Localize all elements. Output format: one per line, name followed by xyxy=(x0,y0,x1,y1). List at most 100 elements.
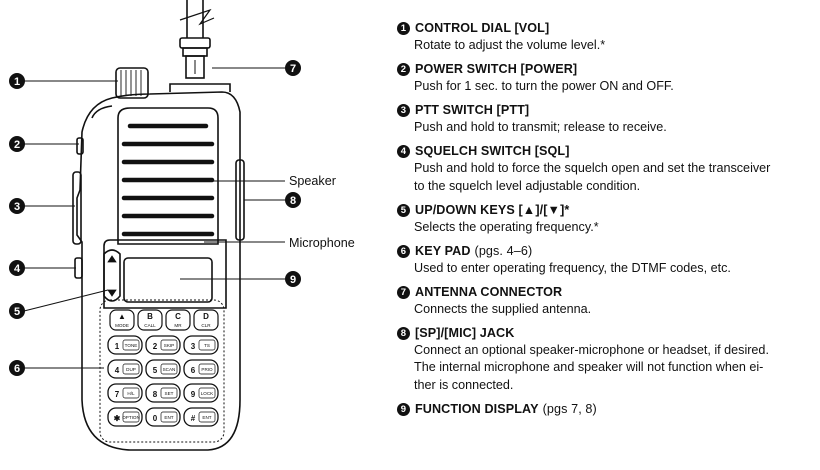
legend-entry-8: 8 [SP]/[MIC] JACK Connect an optional spea… xyxy=(397,325,817,395)
legend-description: to the squelch level adjustable conditio… xyxy=(414,178,641,193)
legend-number-badge: 8 xyxy=(397,326,410,340)
legend-number-badge: 7 xyxy=(397,285,410,299)
ptt-switch[interactable] xyxy=(72,171,82,245)
legend-number-badge: 3 xyxy=(397,104,410,117)
legend-number-badge: 1 xyxy=(397,22,410,35)
radio-outline xyxy=(72,0,245,451)
radio-body xyxy=(76,91,241,451)
marker-number: 3 xyxy=(14,201,20,213)
legend-title: PTT SWITCH [PTT] xyxy=(415,103,530,117)
legend-heading: 3 PTT SWITCH [PTT] xyxy=(397,102,817,119)
key-sub: SCAN xyxy=(163,367,176,372)
speaker-label: Speaker xyxy=(289,174,336,188)
marker-circle xyxy=(9,136,25,152)
legend-number-badge: 2 xyxy=(397,63,410,76)
key-main: 5 xyxy=(153,366,158,375)
control-dial[interactable] xyxy=(115,67,149,99)
function-display xyxy=(123,257,213,303)
keypad-key-7[interactable]: 7 H/L xyxy=(107,383,143,403)
legend-number-badge: 6 xyxy=(397,244,410,258)
marker-circle xyxy=(9,260,25,276)
key-main: 9 xyxy=(191,390,196,399)
legend-description: Used to enter operating frequency, the D… xyxy=(414,260,731,275)
callout-marker-3: 3 xyxy=(9,198,25,214)
callout-marker-8: 8 xyxy=(285,192,301,208)
legend-description: Push for 1 sec. to turn the power ON and… xyxy=(414,79,674,93)
legend-heading: 4 SQUELCH SWITCH [SQL] xyxy=(397,143,817,160)
legend-number-badge: 4 xyxy=(397,145,410,158)
legend-description: Selects the operating frequency.* xyxy=(414,219,599,234)
marker-circle xyxy=(285,60,301,76)
marker-number: 9 xyxy=(290,274,296,286)
key-sub: OPTION xyxy=(122,415,140,420)
key-main: 0 xyxy=(153,414,158,423)
marker-circle xyxy=(9,303,25,319)
key-main: 7 xyxy=(115,390,120,399)
key-main: # xyxy=(191,414,196,423)
legend-title: ANTENNA CONNECTOR xyxy=(415,284,563,299)
callout-marker-1: 1 xyxy=(9,73,25,89)
key-main: 8 xyxy=(153,390,158,399)
top-key-mr[interactable]: C MR xyxy=(165,309,191,331)
up-down-keys[interactable] xyxy=(103,249,121,302)
top-key-label: MODE xyxy=(115,323,129,328)
legend-title: SQUELCH SWITCH [SQL] xyxy=(415,144,570,158)
key-sub: H/L xyxy=(127,391,135,396)
legend-title: CONTROL DIAL [VOL] xyxy=(415,21,550,35)
legend-description: Push and hold to force the squelch open … xyxy=(414,161,771,175)
squelch-switch[interactable] xyxy=(74,257,83,279)
legend-entry-1: 1 CONTROL DIAL [VOL] Rotate to adjust the … xyxy=(397,20,817,55)
key-sub: TS xyxy=(204,343,210,348)
marker-circle xyxy=(9,73,25,89)
key-sub: PRIO xyxy=(201,367,213,372)
marker-number: 5 xyxy=(14,306,20,318)
legend-heading: 8 [SP]/[MIC] JACK xyxy=(397,325,817,342)
legend-title: [SP]/[MIC] JACK xyxy=(415,325,515,340)
speaker-grille xyxy=(121,123,215,237)
legend-title: FUNCTION DISPLAY xyxy=(415,401,539,416)
antenna xyxy=(186,0,204,38)
keypad-key-5[interactable]: 5 SCAN xyxy=(145,359,181,379)
keypad-area xyxy=(99,299,225,443)
legend-heading: 1 CONTROL DIAL [VOL] xyxy=(397,20,817,37)
keypad-key-star[interactable]: ✱OPTION xyxy=(107,407,143,427)
keypad-key-hash[interactable]: # ENT xyxy=(183,407,219,427)
key-main: 1 xyxy=(115,342,120,351)
top-key-label: MR xyxy=(174,323,182,328)
keypad-key-1[interactable]: 1 TONE xyxy=(107,335,143,355)
legend-description: Rotate to adjust the volume level.* xyxy=(414,38,606,52)
legend-description: Connect an optional speaker-microphone o… xyxy=(414,342,769,357)
top-key-icon: C xyxy=(175,312,181,321)
key-sub: ENT xyxy=(164,415,173,420)
legend-page-ref: (pgs 7, 8) xyxy=(542,401,597,416)
top-key-label: CALL xyxy=(144,323,156,328)
marker-circle xyxy=(9,198,25,214)
key-sub: TONE xyxy=(125,343,138,348)
top-key-mode[interactable]: ▲MODE xyxy=(109,309,135,331)
legend-heading: 7 ANTENNA CONNECTOR xyxy=(397,284,817,301)
key-sub: ENT xyxy=(202,415,211,420)
power-switch[interactable] xyxy=(76,137,84,155)
key-sub: SKIP xyxy=(164,343,174,348)
callout-marker-6: 6 xyxy=(9,360,25,376)
legend-title: KEY PAD xyxy=(415,243,471,258)
callout-marker-2: 2 xyxy=(9,136,25,152)
keypad-key-0[interactable]: 0 ENT xyxy=(145,407,181,427)
marker-number: 4 xyxy=(14,263,21,275)
marker-circle xyxy=(285,192,301,208)
